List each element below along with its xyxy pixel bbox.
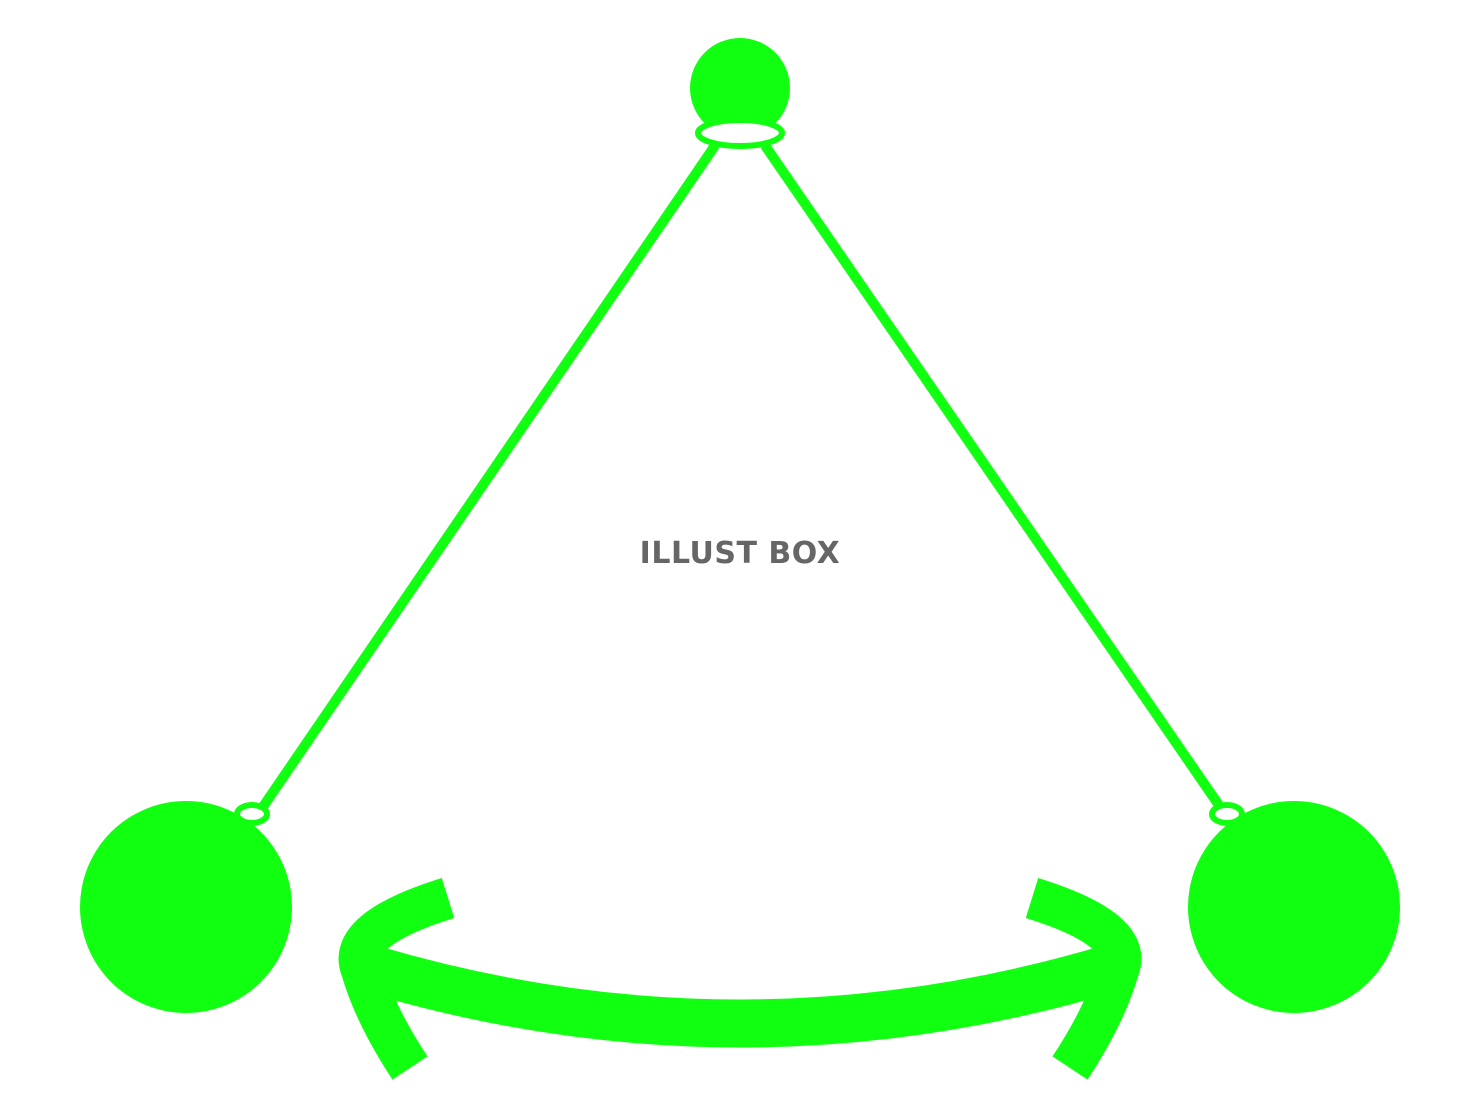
left-arrowhead [338, 877, 455, 1080]
left-ball-ring [234, 802, 270, 826]
pivot-ball [690, 38, 790, 138]
right-string [761, 142, 1230, 819]
pivot-ring [695, 117, 785, 149]
arrow-shaft [358, 944, 1122, 1048]
right-ball-ring [1209, 802, 1245, 826]
right-arrowhead [1025, 877, 1142, 1080]
watermark-text: ILLUST BOX [639, 536, 841, 571]
left-ball [80, 801, 292, 1013]
double-headed-curved-arrow [338, 877, 1142, 1080]
left-string [253, 142, 719, 819]
right-ball [1188, 801, 1400, 1013]
